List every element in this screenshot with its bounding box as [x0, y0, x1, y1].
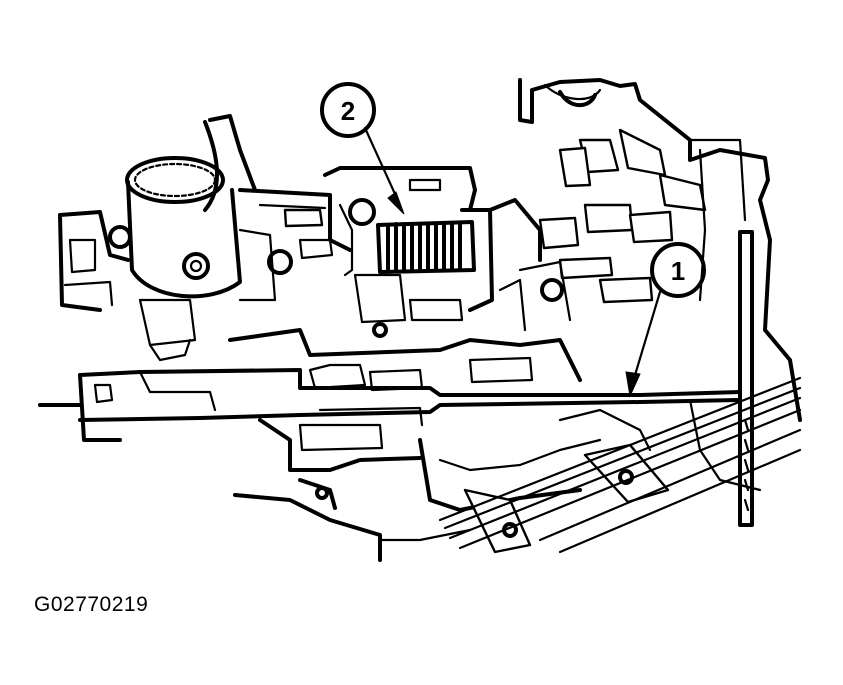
callout-1-leader	[630, 290, 662, 387]
frame-rails	[438, 376, 802, 554]
callout-1-arrowhead	[625, 371, 641, 398]
callout-2-circle	[320, 82, 376, 138]
lower-body	[228, 328, 762, 562]
callout-2-label: 2	[341, 96, 355, 126]
callout-2-arrowhead	[387, 191, 405, 215]
figure-id: G02770219	[34, 593, 149, 616]
spring	[386, 222, 462, 272]
callout-1: 1	[625, 242, 706, 398]
left-housing	[58, 114, 352, 362]
callout-2-leader	[363, 126, 402, 207]
upper-housing	[518, 78, 802, 422]
spring-assembly	[323, 166, 572, 338]
rod	[38, 230, 754, 527]
callout-2: 2	[320, 82, 405, 215]
callout-1-label: 1	[671, 256, 685, 286]
callout-1-circle	[650, 242, 706, 298]
